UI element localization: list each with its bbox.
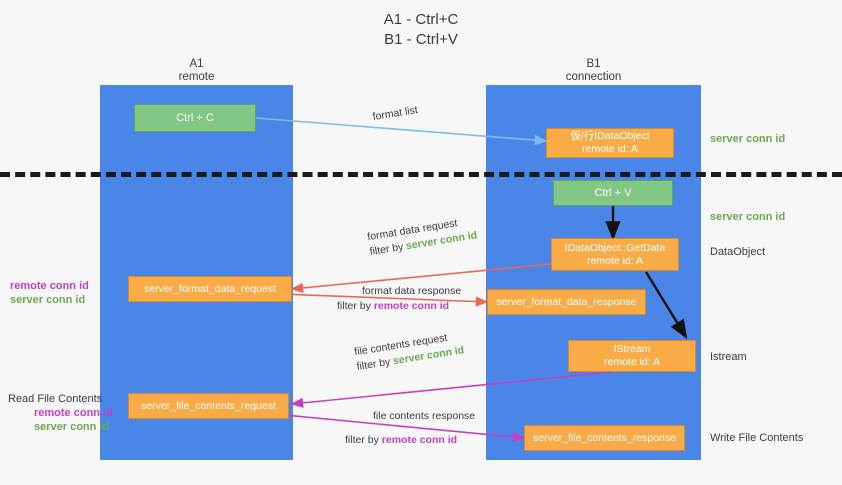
box-getdata-l1: IDataObject::GetData (564, 241, 666, 254)
phase-divider (0, 172, 842, 177)
box-server-format-data-response-label: server_format_data_response (496, 295, 637, 308)
edge-label-format-list-text: format list (371, 104, 419, 124)
note-dataobject: DataObject (710, 246, 766, 258)
edge-label-file-contents-response-filter: filter by remote conn id (345, 424, 475, 448)
box-dataobject-format-list-l1: 仮/行IDataObject (570, 130, 650, 142)
filter-prefix: filter by (337, 300, 374, 312)
box-ctrl-c-label: Ctrl + C (176, 111, 214, 124)
box-istream-l1: IStream (613, 343, 651, 355)
box-server-file-contents-request-label: server_file_contents_request (141, 399, 276, 412)
note-server-conn-id: server conn id (34, 421, 110, 433)
note-istream: Istream (710, 351, 747, 363)
box-server-format-data-response[interactable]: server_format_data_response (487, 289, 646, 315)
box-getdata[interactable]: IDataObject::GetData remote id: A (551, 238, 679, 271)
box-ctrl-v[interactable]: Ctrl + V (553, 180, 673, 206)
note-server-conn-id-mid: server conn id (710, 211, 786, 223)
box-server-file-contents-request[interactable]: server_file_contents_request (128, 393, 289, 419)
page-title: A1 - Ctrl+C B1 - Ctrl+V (0, 10, 842, 50)
edge-label-file-contents-response: file contents response filter by remote … (345, 409, 475, 448)
note-server-conn-id: server conn id (10, 294, 86, 306)
edge-label-format-data-request: format data request filter by server con… (366, 213, 478, 260)
note-read-file-contents-group: Read File Contents remote conn id server… (8, 392, 113, 434)
lane-b1-name: B1 (586, 58, 601, 70)
edge-label-format-list: format list (372, 103, 419, 125)
lane-a1-sub: remote (178, 71, 215, 83)
filter-prefix: filter by (345, 434, 382, 446)
lane-header-b1: B1 connection (486, 58, 701, 84)
box-getdata-l2: remote id: A (586, 254, 644, 267)
filter-key-remote-conn-id: remote conn id (373, 300, 450, 312)
box-istream-l2: remote id: A (603, 356, 661, 368)
edge-label-format-data-response-text: format data response (362, 285, 462, 297)
filter-key-remote-conn-id: remote conn id (381, 434, 458, 446)
title-line-2: B1 - Ctrl+V (384, 31, 458, 48)
edge-label-format-data-response: format data response filter by remote co… (337, 284, 461, 314)
note-remote-conn-id: remote conn id (10, 280, 89, 292)
note-read-file-contents: Read File Contents (8, 393, 103, 405)
box-server-file-contents-response[interactable]: server_file_contents_response (524, 425, 685, 451)
note-conn-ids-lower: remote conn id server conn id (8, 406, 113, 434)
box-server-format-data-request[interactable]: server_format_data_request (128, 276, 292, 302)
box-dataobject-format-list-l2: remote id: A (581, 143, 639, 155)
edge-label-file-contents-response-text: file contents response (373, 410, 476, 422)
edge-label-file-contents-request: file contents request filter by server c… (353, 328, 465, 375)
box-server-format-data-request-label: server_format_data_request (144, 282, 276, 295)
note-conn-ids-upper: remote conn id server conn id (10, 279, 89, 307)
edge-label-format-data-response-filter: filter by remote conn id (337, 299, 461, 314)
box-ctrl-c[interactable]: Ctrl + C (134, 104, 256, 132)
lane-a1-name: A1 (189, 58, 204, 70)
box-istream[interactable]: IStream remote id: A (568, 340, 696, 372)
box-server-file-contents-response-label: server_file_contents_response (532, 431, 676, 444)
note-server-conn-id-top: server conn id (710, 133, 786, 145)
note-write-file-contents: Write File Contents (710, 432, 804, 444)
box-dataobject-format-list[interactable]: 仮/行IDataObject remote id: A (546, 128, 674, 158)
box-ctrl-v-label: Ctrl + V (594, 186, 632, 199)
note-remote-conn-id: remote conn id (34, 407, 113, 419)
title-line-1: A1 - Ctrl+C (383, 11, 459, 28)
lane-header-a1: A1 remote (100, 58, 293, 84)
lane-b1-sub: connection (565, 71, 622, 83)
